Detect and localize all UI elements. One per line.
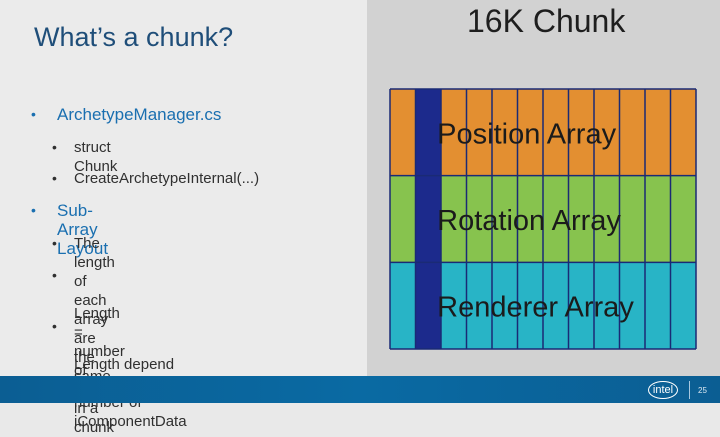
footer-bar	[0, 376, 720, 403]
bullet-item: • CreateArchetypeInternal(...)	[52, 169, 260, 188]
bullet-item: • Sub-Array Layout	[31, 201, 109, 258]
bullet-dot-icon: •	[52, 139, 57, 155]
bullet-dot-icon: •	[52, 170, 57, 186]
array-row-label: Renderer Array	[437, 292, 634, 324]
diagram-title: 16K Chunk	[467, 3, 626, 39]
footer-divider	[689, 381, 690, 399]
intel-logo: intel	[648, 381, 678, 399]
bullet-text: CreateArchetypeInternal(...)	[74, 170, 260, 187]
bullet-text: ArchetypeManager.cs	[57, 105, 222, 124]
bullet-dot-icon: •	[52, 267, 57, 283]
bullet-dot-icon: •	[52, 318, 57, 334]
chunk-header-column	[415, 89, 441, 349]
slide-left-panel	[0, 0, 367, 376]
array-row-label: Position Array	[437, 118, 616, 150]
bullet-text: The length of each array are the same	[74, 235, 115, 385]
bullet-dot-icon: •	[52, 235, 57, 251]
bullet-item: • ArchetypeManager.cs	[31, 105, 222, 124]
slide-number: 25	[698, 386, 707, 395]
bullet-dot-icon: •	[31, 202, 36, 218]
slide-title: What’s a chunk?	[34, 22, 234, 52]
array-row-label: Rotation Array	[437, 205, 621, 237]
bullet-item: • struct Chunk	[52, 138, 118, 176]
bullet-text: Sub-Array Layout	[57, 201, 109, 258]
bullet-dot-icon: •	[31, 106, 36, 122]
bullet-text: struct Chunk	[74, 139, 118, 175]
bullet-item: • The length of each array are the same	[52, 234, 115, 386]
